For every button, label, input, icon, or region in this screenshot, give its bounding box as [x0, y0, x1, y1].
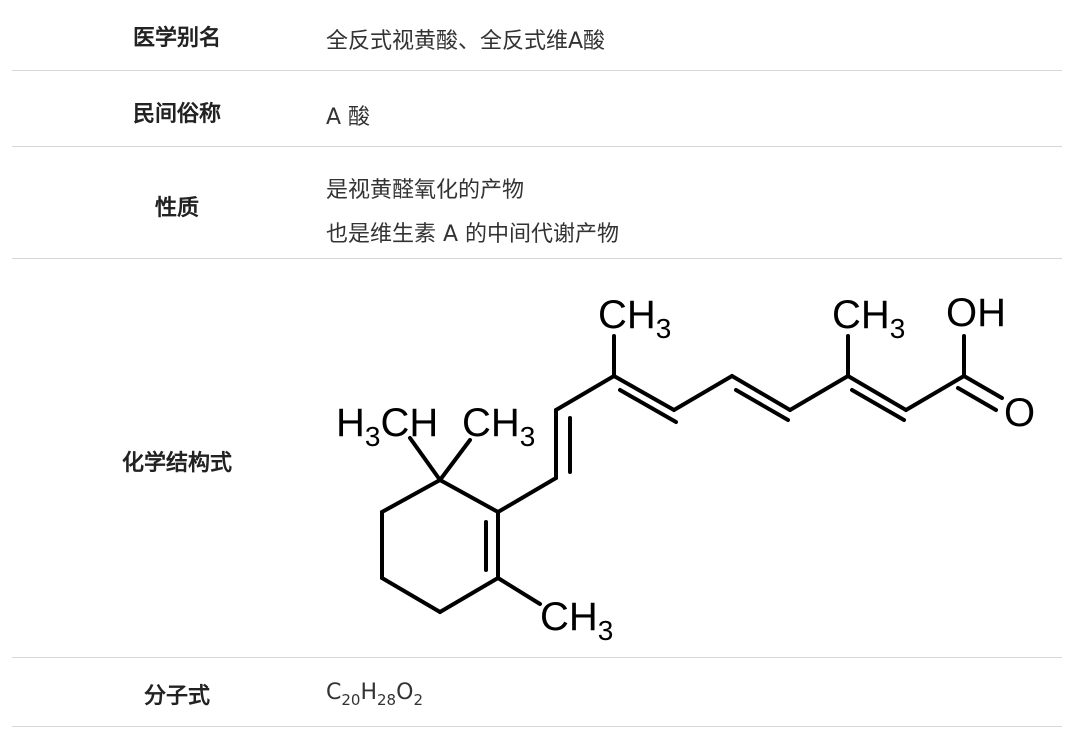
divider	[12, 726, 1062, 727]
divider	[12, 146, 1062, 147]
value-molecular-formula: C20H28O2	[326, 680, 423, 709]
atom-label-oh: OH	[946, 291, 1006, 335]
label-molecular-formula: 分子式	[143, 684, 210, 709]
atom-label-o: O	[1004, 391, 1035, 435]
label-structure: 化学结构式	[121, 451, 232, 476]
divider	[12, 258, 1062, 259]
formula-c-count: 20	[341, 691, 361, 709]
atom-label-ch3-chain-2: CH3	[832, 293, 905, 344]
row-properties: 性质 是视黄醛氧化的产物 也是维生素 A 的中间代谢产物	[12, 168, 1062, 258]
row-molecular-formula: 分子式 C20H28O2	[12, 676, 1062, 720]
value-common-name: A 酸	[326, 105, 371, 130]
divider	[12, 657, 1062, 658]
atom-label-ch3-chain-1: CH3	[598, 293, 671, 344]
atom-label-ch3-gem: CH3	[462, 401, 535, 452]
atom-label-h3c: H3CH	[336, 401, 438, 452]
atom-label-ch3-ring: CH3	[540, 595, 613, 646]
formula-o-count: 2	[413, 691, 423, 709]
value-medical-alias: 全反式视黄酸、全反式维A酸	[326, 29, 606, 54]
label-medical-alias: 医学别名	[132, 26, 221, 51]
formula-c: C	[326, 680, 342, 705]
divider	[12, 70, 1062, 71]
formula-h-count: 28	[377, 691, 397, 709]
formula-h: H	[360, 680, 378, 705]
bond-lines	[380, 334, 1004, 614]
label-properties: 性质	[154, 196, 199, 221]
formula-o: O	[396, 680, 414, 705]
row-structure: 化学结构式	[12, 259, 1062, 655]
label-common-name: 民间俗称	[132, 102, 221, 127]
value-properties-line-2: 也是维生素 A 的中间代谢产物	[326, 222, 620, 247]
row-common-name: 民间俗称 A 酸	[12, 94, 1062, 134]
value-properties-line-1: 是视黄醛氧化的产物	[326, 178, 525, 203]
row-medical-alias: 医学别名 全反式视黄酸、全反式维A酸	[12, 18, 1062, 58]
